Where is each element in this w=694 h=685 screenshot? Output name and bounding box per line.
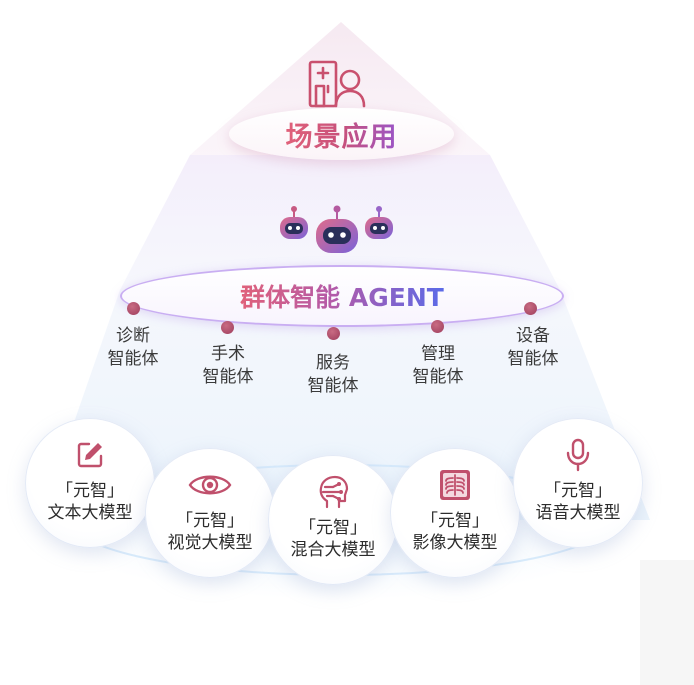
agent-diagnosis-line1: 诊断	[116, 326, 150, 346]
collective-title: 群体智能 AGENT	[240, 278, 444, 314]
agent-device: 设备 智能体	[488, 325, 578, 371]
model-speech-line2: 语音大模型	[535, 503, 621, 523]
model-text-line1: 「元智」	[56, 481, 124, 501]
agent-service-line1: 服务	[316, 353, 350, 373]
model-vision-line1: 「元智」	[176, 511, 244, 531]
model-vision-line2: 视觉大模型	[167, 533, 253, 553]
agent-management: 管理 智能体	[393, 343, 483, 389]
agent-management-line2: 智能体	[412, 367, 464, 387]
agent-surgery: 手术 智能体	[183, 343, 273, 389]
agent-service-line2: 智能体	[307, 376, 359, 396]
microphone-icon	[566, 438, 590, 472]
robot-heads-icon	[280, 205, 393, 253]
model-text-line2: 文本大模型	[47, 503, 133, 523]
agent-surgery-line1: 手术	[211, 344, 245, 364]
agent-device-line1: 设备	[516, 326, 550, 346]
model-vision: 「元智」 视觉大模型	[145, 448, 275, 578]
agent-management-line1: 管理	[421, 344, 455, 364]
model-imaging-line1: 「元智」	[421, 511, 489, 531]
hospital-building-person-icon	[308, 60, 366, 108]
agent-service: 服务 智能体	[288, 352, 378, 398]
agent-dot-diagnosis	[127, 302, 140, 315]
agent-diagnosis-line2: 智能体	[107, 349, 159, 369]
scene-title: 场景应用	[286, 115, 398, 154]
model-speech-line1: 「元智」	[544, 481, 612, 501]
scene-application-pill: 场景应用	[229, 108, 454, 160]
edit-pencil-icon	[77, 442, 103, 468]
model-hybrid-line2: 混合大模型	[290, 540, 376, 560]
agent-surgery-line2: 智能体	[202, 367, 254, 387]
brain-head-icon	[319, 475, 349, 509]
xray-chest-icon	[440, 470, 470, 500]
collective-agent-pill: 群体智能 AGENT	[120, 265, 564, 327]
model-imaging-line2: 影像大模型	[412, 533, 498, 553]
eye-icon	[188, 475, 232, 495]
agent-dot-service	[327, 327, 340, 340]
agent-dot-device	[524, 302, 537, 315]
agent-device-line2: 智能体	[507, 349, 559, 369]
agent-diagnosis: 诊断 智能体	[88, 325, 178, 371]
agent-dot-management	[431, 320, 444, 333]
model-hybrid-line1: 「元智」	[299, 518, 367, 538]
model-hybrid: 「元智」 混合大模型	[268, 455, 398, 585]
model-text: 「元智」 文本大模型	[25, 418, 155, 548]
model-speech: 「元智」 语音大模型	[513, 418, 643, 548]
model-imaging: 「元智」 影像大模型	[390, 448, 520, 578]
agent-dot-surgery	[221, 321, 234, 334]
